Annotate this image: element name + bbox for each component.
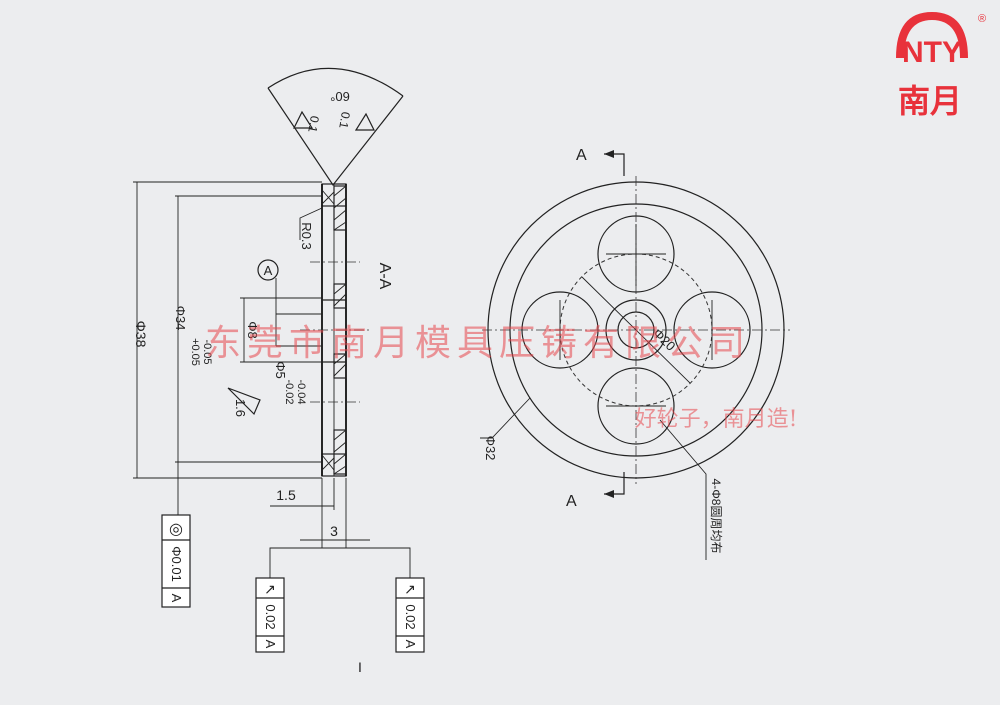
arrow-left-icon (604, 150, 614, 158)
section-label: A-A (376, 263, 393, 290)
surface-finish-label: 1.6 (233, 399, 248, 417)
runout-right-value: 0.02 (403, 604, 418, 629)
surface-finish-icon (227, 387, 261, 416)
roughness-label-a: 0.1 (305, 115, 322, 134)
runout-leader (269, 547, 411, 578)
logo-arch-icon (896, 12, 968, 58)
roughness-label-b: 0.1 (336, 111, 353, 130)
runout-symbol-icon: ↗ (404, 581, 416, 597)
hatch-bands (321, 185, 347, 475)
logo-name: 南月 (898, 82, 962, 120)
radius-label: R0.3 (299, 222, 314, 249)
holes-leader (659, 419, 707, 560)
angle-label: 60° (330, 89, 350, 104)
watermark-slogan: 好轮子，南月造! (635, 407, 798, 432)
hole-bottom (597, 367, 675, 445)
runout-right-datum: A (403, 640, 418, 649)
dim-dia-5: Φ5 (273, 361, 288, 379)
face-dia-leader (480, 397, 531, 439)
angle-arc (267, 67, 404, 97)
holes-note: 4-Φ8圆周均布 (709, 479, 723, 554)
dim-half-width: 1.5 (276, 487, 296, 503)
dim-tol-5-lower: -0.04 (295, 379, 307, 404)
logo-registered: ® (978, 13, 986, 25)
concentricity-value: Φ0.01 (169, 546, 184, 582)
dim-tol-34-lower: -0.05 (201, 339, 213, 364)
front-view: Φ20 A A Φ32 4-Φ8圆周均布 (480, 147, 790, 560)
dim-dia-38: Φ38 (133, 321, 149, 348)
dim-dia-8: Φ8 (245, 321, 260, 339)
section-top-label: A (576, 147, 587, 164)
runout-symbol-icon: ↗ (264, 581, 276, 597)
roughness-symbol-icon (293, 110, 314, 129)
arrow-left-icon (604, 490, 614, 498)
company-logo: NTY ® 南月 (896, 12, 986, 120)
runout-left-value: 0.02 (263, 604, 278, 629)
radius-leader (299, 207, 323, 240)
datum-label: A (264, 263, 273, 278)
face-dia-label: Φ32 (483, 436, 498, 461)
runout-frame-left: ↗ 0.02 A (255, 577, 285, 653)
dim-tol-34-upper: +0.05 (189, 338, 201, 366)
watermark-company: 东莞市南月模具压铸有限公司 (205, 323, 751, 364)
roughness-symbol-icon (354, 112, 375, 131)
pcd-dim-line (581, 276, 691, 384)
section-bottom-label: A (566, 493, 577, 510)
concentricity-datum: A (169, 594, 184, 603)
concentricity-symbol-icon: ◎ (169, 521, 183, 538)
dim-tol-5-upper: -0.02 (283, 379, 295, 404)
runout-left-datum: A (263, 640, 278, 649)
concentricity-frame: ◎ Φ0.01 A (161, 514, 191, 608)
dim-width: 3 (330, 523, 338, 539)
section-view-a-a: 60° 0.1 0.1 (133, 67, 425, 675)
logo-mark: NTY (902, 36, 962, 69)
hole-right (673, 291, 751, 369)
page-mark: I (358, 659, 362, 675)
dim-dia-34: Φ34 (173, 306, 188, 331)
runout-frame-right: ↗ 0.02 A (395, 577, 425, 653)
groove-cone (267, 87, 404, 187)
datum-bubble (257, 259, 279, 281)
